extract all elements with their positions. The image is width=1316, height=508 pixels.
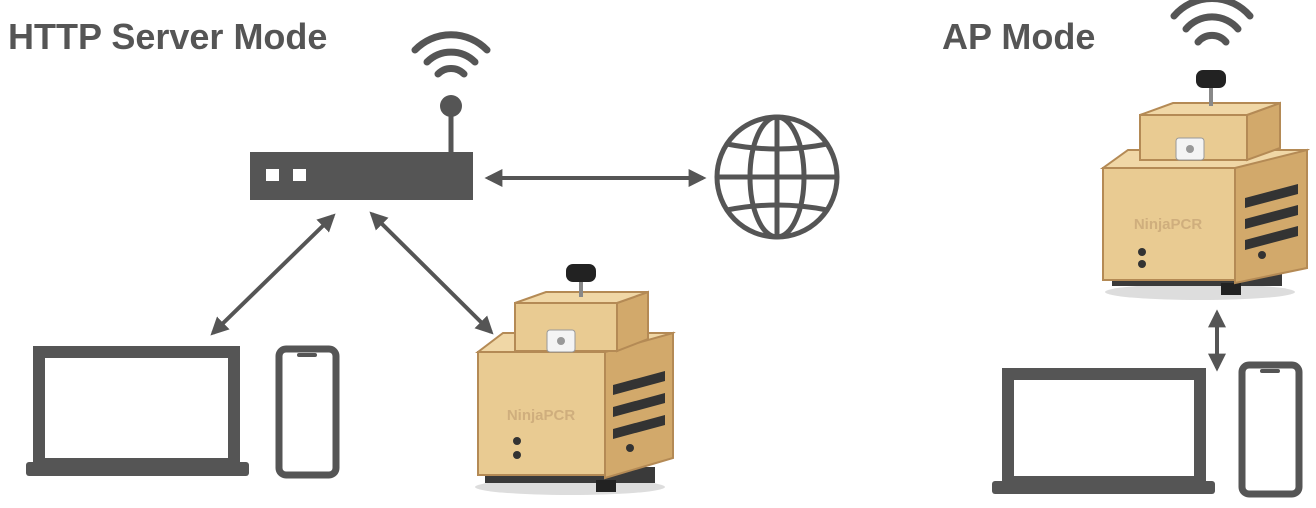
wifi-icon: [411, 31, 491, 78]
device-label-center: NinjaPCR: [507, 407, 576, 424]
laptop-icon-ap: [992, 368, 1215, 494]
arrow-router-ninjapcr: [369, 211, 494, 335]
laptop-icon: [26, 346, 249, 476]
smartphone-icon-ap: [1238, 361, 1303, 498]
http-server-mode-title: HTTP Server Mode: [8, 16, 328, 57]
ninjapcr-device-ap: NinjaPCR: [1099, 70, 1311, 300]
device-label-ap: NinjaPCR: [1134, 216, 1203, 233]
globe-icon: [714, 114, 840, 240]
ninjapcr-device-center: NinjaPCR: [475, 264, 676, 495]
router-icon: [250, 95, 473, 200]
ap-mode-title: AP Mode: [942, 16, 1096, 57]
wifi-icon-ap: [1170, 0, 1254, 46]
smartphone-icon: [275, 345, 340, 479]
arrow-router-laptop: [210, 213, 336, 336]
